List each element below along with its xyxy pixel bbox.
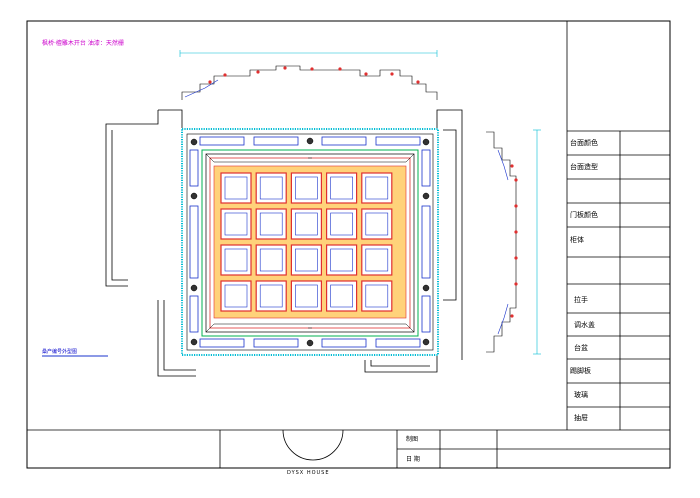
spec-row-8: 拉手 — [574, 296, 588, 304]
side-elevation-rosettes — [510, 164, 518, 318]
coffer-panel — [255, 244, 287, 276]
coffer-panel-inset — [330, 176, 353, 200]
coffer-panel — [361, 172, 393, 204]
coffer-panel — [326, 280, 358, 312]
coffer-panel — [290, 172, 322, 204]
title-note: 枫桥·檀雕木开台 油漆：天然栅 — [42, 40, 124, 47]
coffer-panel-inset — [365, 176, 389, 200]
coffer-panel-inset — [224, 212, 248, 236]
frame-green — [201, 149, 419, 337]
coffer-panel — [255, 172, 287, 204]
frame-bevel — [205, 153, 415, 163]
sheet-border — [26, 20, 671, 469]
coffer-grid — [220, 172, 393, 312]
coffer-panel-inset — [365, 284, 389, 308]
drawn-by-label: 制图 — [406, 436, 419, 443]
coffer-panel-inset — [365, 212, 389, 236]
ceiling-outer-inner — [186, 133, 434, 351]
side-elevation — [486, 131, 517, 353]
top-elevation-rosettes — [208, 66, 420, 84]
spec-row-2: 台面造型 — [570, 163, 598, 171]
coffer-panel — [290, 280, 322, 312]
coffer-panel — [255, 280, 287, 312]
coffer-panel — [290, 208, 322, 240]
spec-row-11: 踢脚板 — [570, 367, 591, 375]
spec-row-4: 门板颜色 — [570, 211, 598, 219]
wall-outline — [105, 109, 463, 377]
coffer-panel-inset — [224, 248, 248, 272]
coffer-panel-inset — [330, 284, 353, 308]
coffer-panel-inset — [295, 212, 318, 236]
spec-column — [566, 21, 670, 430]
coffer-panel-inset — [224, 176, 248, 200]
date-label: 日 期 — [406, 456, 420, 463]
spec-row-1: 台面颜色 — [570, 139, 598, 147]
side-dimension — [533, 129, 541, 355]
coffer-panel — [361, 208, 393, 240]
spec-row-13: 抽屉 — [574, 414, 588, 422]
coffer-panel-inset — [365, 248, 389, 272]
coffer-panel — [220, 280, 252, 312]
spec-row-10: 台盆 — [574, 344, 588, 352]
frame-bevel-bottom — [205, 323, 415, 333]
coffer-panel-inset — [259, 176, 283, 200]
coffer-panel-inset — [295, 248, 318, 272]
corner-rosettes — [190, 137, 430, 347]
side-note: 桑产编号外型图 — [42, 349, 78, 355]
coffer-panel — [361, 244, 393, 276]
perimeter-panels — [189, 136, 431, 348]
center-marks — [308, 157, 312, 329]
coffer-panel — [361, 280, 393, 312]
coffer-panel — [220, 244, 252, 276]
footer-brand: DYSX HOUSE — [287, 470, 330, 476]
coffer-panel — [255, 208, 287, 240]
title-block — [27, 429, 670, 468]
coffer-panel-inset — [330, 212, 353, 236]
spec-row-5: 柜体 — [570, 236, 584, 244]
coffer-panel-inset — [330, 248, 353, 272]
coffer-panel — [326, 244, 358, 276]
coffer-panel — [220, 172, 252, 204]
spec-row-12: 玻璃 — [574, 391, 588, 399]
coffer-panel-inset — [259, 284, 283, 308]
coffer-panel-inset — [224, 284, 248, 308]
coffer-panel-inset — [295, 176, 318, 200]
top-elevation — [181, 65, 438, 100]
ceiling-outer — [181, 128, 439, 356]
spec-row-9: 调水盖 — [574, 321, 595, 329]
coffer-panel — [326, 208, 358, 240]
coffer-panel-inset — [259, 248, 283, 272]
coffer-panel — [220, 208, 252, 240]
coffer-panel — [326, 172, 358, 204]
frame-black — [205, 153, 415, 333]
coffer-panel — [290, 244, 322, 276]
top-dimension — [179, 50, 438, 57]
coffer-panel-inset — [295, 284, 318, 308]
coffer-panel-inset — [259, 212, 283, 236]
